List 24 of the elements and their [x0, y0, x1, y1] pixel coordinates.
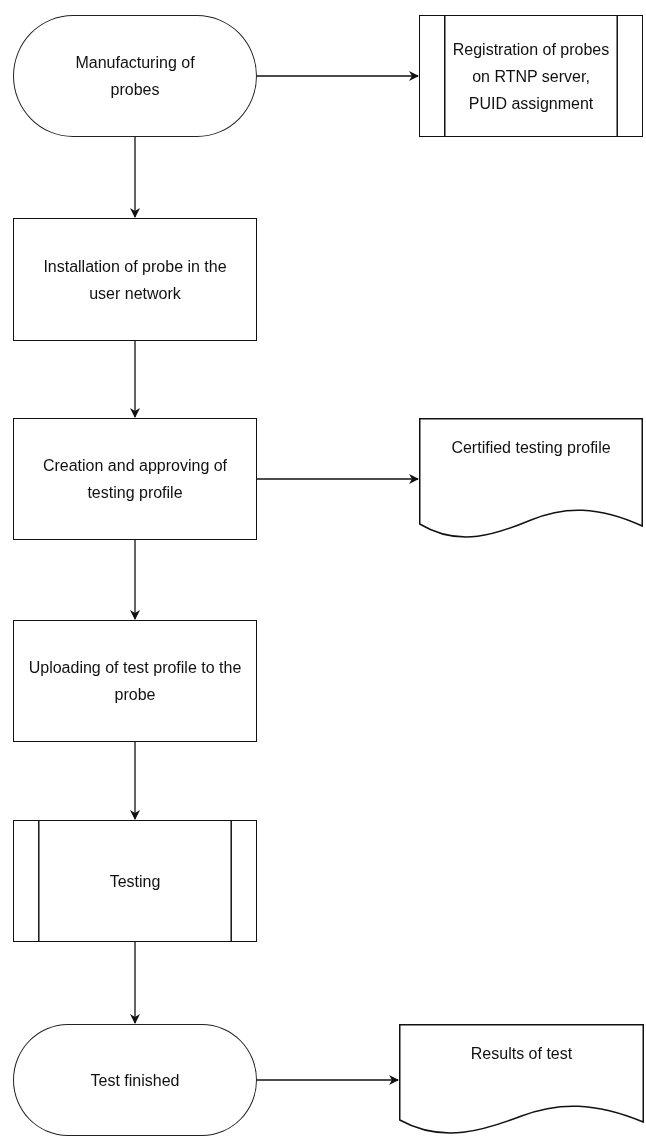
- document-shape: [399, 1024, 644, 1136]
- node-label: Uploading of test profile to the probe: [28, 658, 242, 705]
- subprocess-box: [419, 15, 643, 137]
- arrow: [130, 941, 140, 1024]
- node-label: Manufacturing of probes: [74, 53, 196, 100]
- process-box: [13, 418, 257, 540]
- arrow: [130, 136, 140, 218]
- node-label: Installation of probe in the user network: [42, 256, 228, 304]
- node-label: Test finished: [90, 1070, 180, 1091]
- node-label: Testing: [109, 871, 161, 892]
- node-label: Registration of probes on RTNP server, PUID assignment: [452, 39, 610, 114]
- arrow: [256, 71, 419, 81]
- node-label: Results of test: [470, 1044, 573, 1064]
- arrow: [256, 474, 419, 484]
- arrow: [130, 741, 140, 820]
- subprocess-box: [13, 820, 257, 942]
- arrow: [130, 340, 140, 418]
- process-box: [13, 620, 257, 742]
- document-shape: [419, 418, 643, 540]
- arrow: [256, 1075, 399, 1085]
- node-label: Creation and approving of testing profile: [41, 456, 229, 503]
- node-label: Certified testing profile: [451, 438, 611, 458]
- arrow: [130, 539, 140, 620]
- process-box: [13, 218, 257, 341]
